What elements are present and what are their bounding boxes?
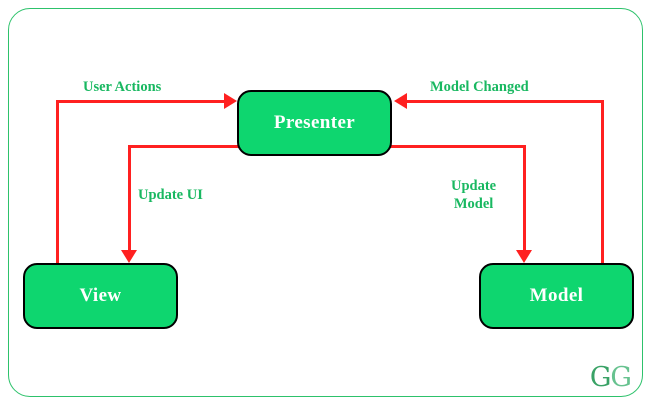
edge-label-update-ui: Update UI [138, 187, 203, 203]
edge-update-model-arrowhead [516, 250, 532, 263]
watermark-glyph-g2: G [610, 362, 632, 393]
edge-label-update-model: Update Model [451, 178, 497, 213]
node-view-label: View [79, 285, 122, 306]
edge-label-user-actions: User Actions [83, 79, 162, 95]
edge-label-model-changed: Model Changed [430, 79, 529, 95]
watermark-glyph-g: G [589, 362, 612, 393]
edge-user-actions-arrowhead [224, 93, 237, 109]
node-presenter-label: Presenter [273, 112, 356, 133]
node-view[interactable]: View [23, 263, 178, 329]
edge-model-changed-arrowhead [394, 93, 407, 109]
node-model-label: Model [529, 285, 584, 306]
edge-update-ui-horizontal [128, 145, 240, 148]
edge-user-actions-horizontal [56, 100, 226, 103]
node-presenter[interactable]: Presenter [237, 90, 392, 156]
edge-update-model-horizontal [389, 145, 526, 148]
edge-model-changed-horizontal [405, 100, 604, 103]
edge-update-ui-vertical [128, 145, 131, 253]
edge-user-actions-vertical [56, 100, 59, 265]
node-model[interactable]: Model [479, 263, 634, 329]
diagram-frame [8, 8, 643, 397]
edge-update-model-vertical [523, 145, 526, 253]
geeksforgeeks-watermark: GG [589, 362, 632, 393]
edge-model-changed-vertical [601, 100, 604, 265]
edge-update-ui-arrowhead [121, 250, 137, 263]
